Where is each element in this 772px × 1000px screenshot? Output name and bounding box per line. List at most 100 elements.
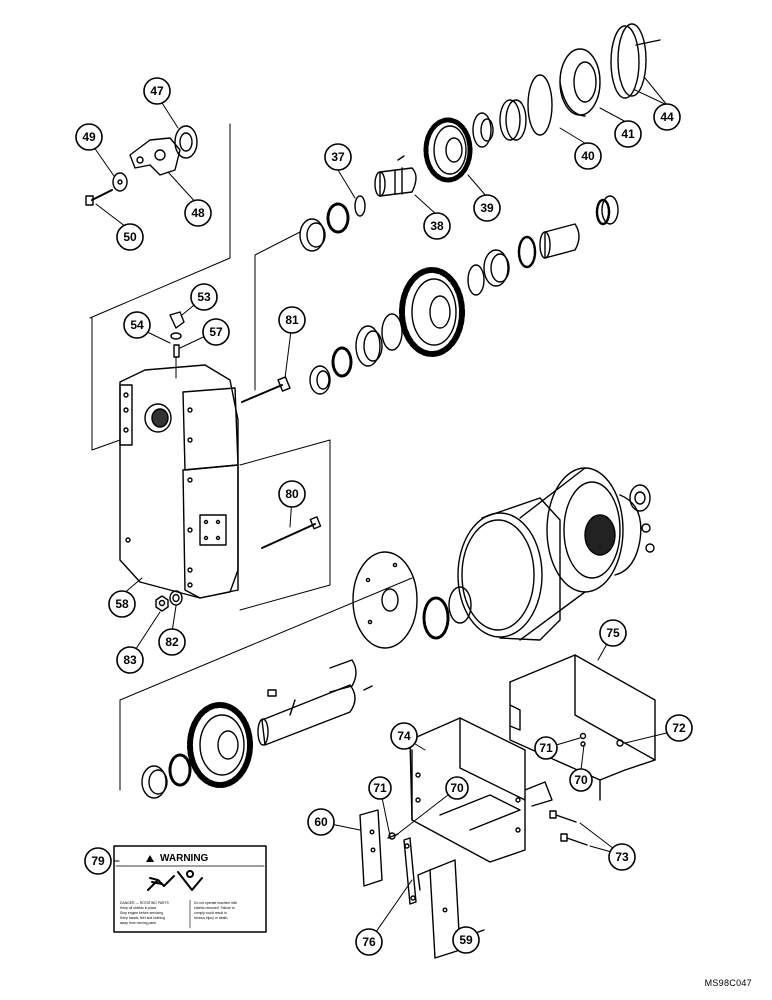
svg-text:37: 37	[331, 150, 345, 164]
svg-text:71: 71	[539, 741, 553, 755]
svg-text:38: 38	[430, 219, 444, 233]
warning-right-line-4: serious injury or death.	[194, 916, 228, 920]
svg-text:47: 47	[150, 84, 164, 98]
callout-60: 60	[307, 808, 335, 836]
svg-text:70: 70	[450, 781, 464, 795]
bolt-small-lower	[363, 685, 373, 691]
bolt-80	[239, 439, 331, 611]
gearbox-housing-58	[91, 317, 239, 599]
svg-text:81: 81	[285, 313, 299, 327]
guide-lines-top	[89, 123, 301, 391]
bearing-middle-left	[309, 313, 403, 395]
svg-text:71: 71	[373, 781, 387, 795]
callout-70-lower: 70	[445, 776, 469, 800]
svg-text:60: 60	[314, 815, 328, 829]
callout-80: 80	[278, 480, 306, 508]
warning-right-line-1: Do not operate machine with	[194, 901, 237, 905]
yoke-48	[129, 125, 198, 176]
svg-text:59: 59	[459, 933, 473, 947]
svg-text:58: 58	[115, 597, 129, 611]
callout-57: 57	[202, 318, 230, 346]
callout-59: 59	[452, 926, 480, 954]
callouts: 44 41 40 39 38 37 47 48 49 50 53 54 57 8…	[75, 77, 693, 956]
callout-75: 75	[599, 619, 627, 647]
svg-text:70: 70	[574, 773, 588, 787]
svg-text:83: 83	[123, 653, 137, 667]
lower-shaft	[257, 659, 357, 746]
svg-text:50: 50	[123, 230, 137, 244]
svg-text:79: 79	[91, 854, 105, 868]
callout-40: 40	[574, 142, 602, 170]
svg-text:82: 82	[165, 635, 179, 649]
svg-text:74: 74	[397, 729, 411, 743]
bolt-50	[85, 189, 113, 206]
callout-37: 37	[324, 143, 352, 171]
svg-text:44: 44	[660, 110, 674, 124]
shaft-38	[374, 155, 417, 197]
callout-50: 50	[116, 223, 144, 251]
svg-text:57: 57	[209, 325, 223, 339]
callout-71-upper: 71	[534, 736, 558, 760]
warning-left-line-4: Keep hands, feet and clothing	[120, 916, 165, 920]
callout-82: 82	[158, 628, 186, 656]
svg-text:41: 41	[621, 127, 635, 141]
snap-ring-37	[354, 195, 366, 217]
bolt-81	[241, 376, 291, 403]
callout-54: 54	[123, 311, 151, 339]
svg-text:39: 39	[480, 201, 494, 215]
callout-47: 47	[143, 77, 171, 105]
shield-74	[409, 717, 553, 863]
lower-large-gear	[141, 702, 253, 799]
warning-left-line-2: Keep all shields in place	[120, 906, 156, 910]
callout-76: 76	[355, 928, 383, 956]
callout-41: 41	[614, 120, 642, 148]
svg-text:76: 76	[362, 935, 376, 949]
svg-text:72: 72	[672, 721, 686, 735]
bearing-lower	[422, 586, 472, 640]
warning-right-line-3: comply could result in	[194, 911, 227, 915]
warning-left-line-1: DANGER — ROTATING PARTS	[120, 901, 169, 905]
drawing-id: MS98C047	[704, 978, 752, 988]
callout-72: 72	[665, 714, 693, 742]
callout-71-lower: 71	[368, 776, 392, 800]
bearing-cup-upper	[472, 99, 527, 148]
large-gear-middle	[399, 267, 465, 357]
warning-pictogram	[147, 870, 203, 891]
warning-left-line-5: away from moving parts	[120, 921, 156, 925]
bearing-upper-left	[299, 202, 350, 252]
bearing-right-stack	[467, 195, 619, 296]
svg-text:53: 53	[197, 290, 211, 304]
warning-text-right: Do not operate machine with shields remo…	[194, 901, 237, 920]
callout-53: 53	[190, 283, 218, 311]
flange-plate	[352, 551, 418, 649]
callout-74: 74	[390, 722, 418, 750]
callout-70-upper: 70	[569, 768, 593, 792]
warning-text-left: DANGER — ROTATING PARTS Keep all shields…	[120, 901, 169, 925]
callout-73: 73	[608, 843, 636, 871]
svg-text:48: 48	[191, 206, 205, 220]
callout-44: 44	[653, 103, 681, 131]
callout-58: 58	[108, 590, 136, 618]
breather-53-54-57	[169, 311, 185, 379]
guide-lines-lower	[119, 577, 413, 791]
callout-49: 49	[75, 123, 103, 151]
bracket-60	[359, 809, 383, 887]
callout-48: 48	[184, 199, 212, 227]
seal-rings-44	[610, 23, 661, 99]
callout-83: 83	[116, 646, 144, 674]
svg-text:40: 40	[581, 149, 595, 163]
warning-decal-79: WARNING DANGER — ROTATING PARTS Keep all…	[113, 845, 267, 933]
washer-49	[112, 172, 128, 192]
svg-text:80: 80	[285, 487, 299, 501]
svg-text:73: 73	[615, 850, 629, 864]
nut-83-washer-82	[155, 590, 183, 612]
gear-39	[423, 117, 473, 183]
link-76	[387, 832, 417, 905]
callout-38: 38	[423, 212, 451, 240]
svg-text:49: 49	[82, 130, 96, 144]
warning-right-line-2: shields removed. Failure to	[194, 906, 235, 910]
outer-housing-ring	[457, 497, 561, 641]
callout-81: 81	[278, 306, 306, 334]
warning-left-line-3: Stop engine before servicing	[120, 911, 163, 915]
